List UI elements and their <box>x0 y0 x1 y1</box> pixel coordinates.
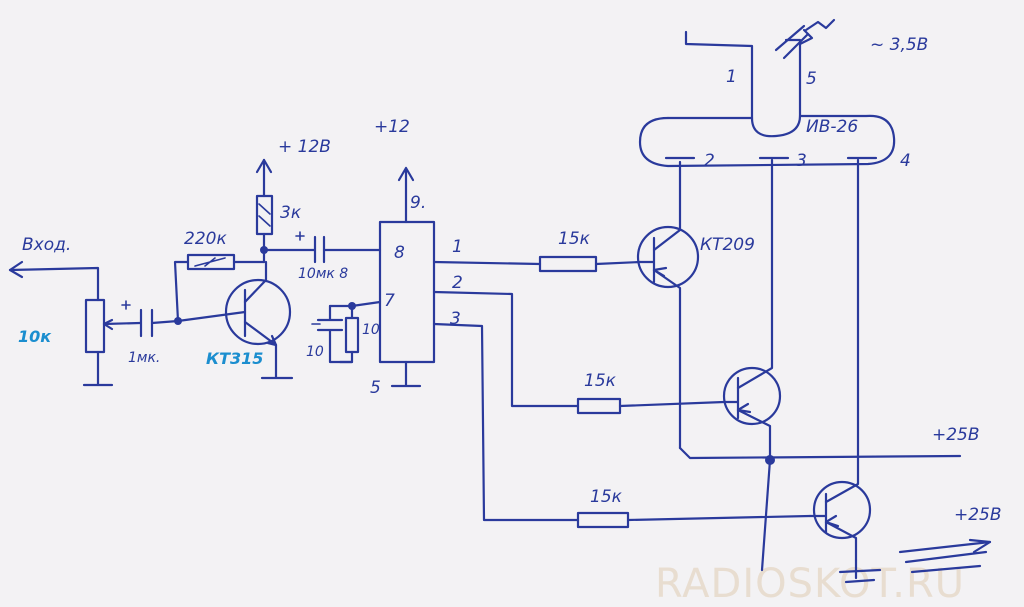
tube-iv26 <box>638 30 896 168</box>
label-pot: 10к <box>18 327 52 346</box>
label-chip-pin8: 8 <box>394 243 405 263</box>
label-chip-pin5: 5 <box>370 378 381 398</box>
label-chip-pin9: 9. <box>410 193 426 213</box>
output-resistor-3 <box>576 511 812 529</box>
label-c-small: 10 <box>306 344 324 360</box>
input-potentiometer <box>82 298 114 387</box>
label-tube-pin3: 3 <box>796 151 807 171</box>
label-filament: ~ 3,5В <box>870 35 928 55</box>
label-tube-pin4: 4 <box>900 151 911 171</box>
transistor-2 <box>722 158 782 464</box>
watermark: RADIOSKOT.RU <box>655 561 965 607</box>
label-cap-in: 1мк. <box>128 350 160 366</box>
label-tube: ИВ-26 <box>806 117 858 137</box>
label-r-out2: 15к <box>584 371 617 391</box>
label-chip-pin2: 2 <box>452 273 463 293</box>
label-input: Вход. <box>22 235 71 255</box>
label-tube-pin5: 5 <box>806 69 817 89</box>
collector-resistor <box>255 158 274 264</box>
label-r-base: 220к <box>184 229 227 249</box>
transistor-3 <box>808 158 872 562</box>
output-scribble <box>838 538 992 584</box>
label-transistor1: КТ315 <box>206 349 263 368</box>
base-resistor <box>173 253 266 323</box>
label-tube-pin1: 1 <box>726 67 737 87</box>
input-arrow <box>8 260 100 302</box>
label-chip-pin3: 3 <box>450 309 461 329</box>
label-chip-pin7: 7 <box>384 291 395 311</box>
label-supply-25v-a: +25В <box>932 425 980 445</box>
label-r-out1: 15к <box>558 229 591 249</box>
supply-25v-bus <box>678 446 962 580</box>
output-resistor-2 <box>576 397 726 415</box>
label-transistor2: КТ209 <box>700 235 755 255</box>
label-cap-out: 10мк 8 <box>298 266 348 282</box>
label-tube-pin2: 2 <box>704 151 715 171</box>
transistor-kt315 <box>176 260 294 380</box>
chip-output-wires <box>432 260 580 522</box>
output-resistor-1 <box>538 255 642 273</box>
input-capacitor <box>102 300 180 338</box>
transistor-kt209-1 <box>636 160 700 450</box>
label-r-small: 10 <box>362 322 380 338</box>
label-r-out3: 15к <box>590 487 623 507</box>
label-supply-25v-b: +25В <box>954 505 1002 525</box>
label-chip-pin1: 1 <box>452 237 463 257</box>
label-supply-chip: +12 <box>374 117 410 137</box>
filament-symbol <box>774 18 836 60</box>
coupling-capacitor <box>262 231 382 264</box>
label-supply-12v: + 12В <box>278 137 331 157</box>
label-r-col: 3к <box>280 203 302 223</box>
